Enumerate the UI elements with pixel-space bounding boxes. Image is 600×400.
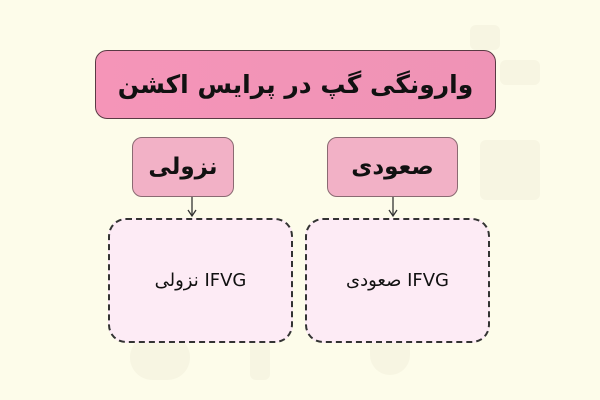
leaf-ifvg-bearish: IFVG نزولی xyxy=(108,218,293,343)
leaf-ifvg-bearish-text: IFVG نزولی xyxy=(154,270,247,291)
category-bearish: نزولی xyxy=(132,137,234,197)
category-bullish: صعودی xyxy=(327,137,458,197)
diagram-title-text: وارونگی گپ در پرایس اکشن xyxy=(117,70,474,99)
arrowhead-bearish xyxy=(187,209,197,218)
diagram-title: وارونگی گپ در پرایس اکشن xyxy=(95,50,496,119)
category-bullish-label: صعودی xyxy=(351,154,434,180)
arrowhead-bullish xyxy=(388,209,398,218)
leaf-ifvg-bullish: IFVG صعودی xyxy=(305,218,490,343)
leaf-ifvg-bullish-text: IFVG صعودی xyxy=(345,270,450,291)
category-bearish-label: نزولی xyxy=(148,154,218,180)
